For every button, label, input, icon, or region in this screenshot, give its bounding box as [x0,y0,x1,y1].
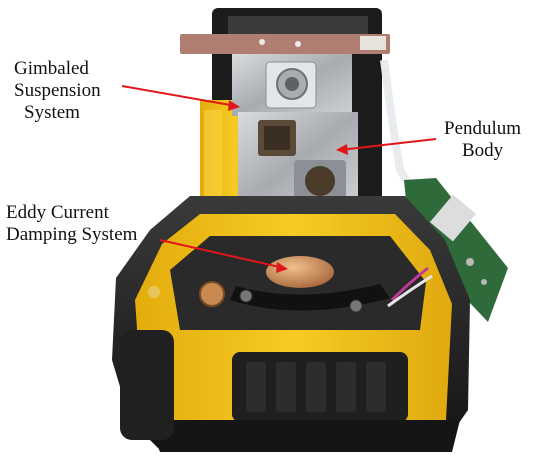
arrowhead-eddy [276,262,288,273]
label-gimbaled-line-2: Suspension [14,80,101,101]
label-pendulum-line-2: Body [462,140,504,161]
label-gimbaled-line-3: System [24,102,80,123]
label-gimbaled-line-1: Gimbaled [14,58,89,79]
arrow-eddy [159,239,285,269]
annotation-arrows [121,85,437,273]
label-eddy-line-1: Eddy Current [6,202,109,223]
label-eddy-current-damping-system: Eddy Current Damping System [6,202,137,246]
label-pendulum-line-1: Pendulum [444,118,522,139]
arrowhead-gimbaled [228,100,240,111]
top-pcb [180,34,390,54]
side-pcb [404,178,508,322]
copper-disk [266,256,334,288]
arrow-gimbaled [121,85,237,107]
label-pendulum-body: Pendulum Body [444,118,521,162]
label-gimbaled-suspension-system: Gimbaled Suspension System [14,58,101,124]
arrow-pendulum [339,138,437,151]
arrowhead-pendulum [336,144,348,155]
label-eddy-line-2: Damping System [6,224,138,245]
